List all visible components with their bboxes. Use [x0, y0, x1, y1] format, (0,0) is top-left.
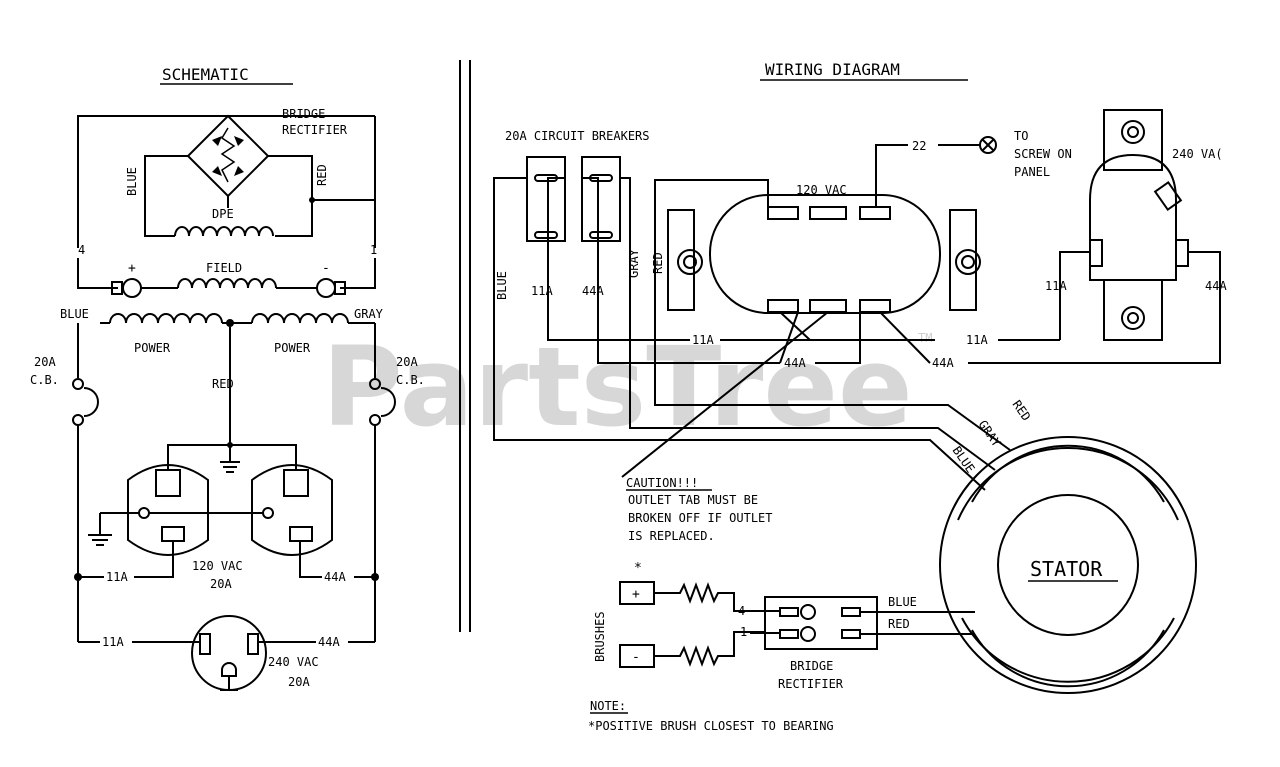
wiring-r-11a: 11A — [1045, 279, 1067, 293]
schematic-outlet-240-label-1: 240 VAC — [268, 655, 319, 669]
schematic-wire-1: 1 — [370, 243, 377, 257]
wiring-red-label: RED — [651, 252, 665, 274]
wiring-caution-leader — [621, 311, 829, 478]
wiring-bridge-rectifier — [764, 596, 878, 650]
wiring-breaker-right — [581, 156, 621, 242]
wiring-gray-label: GRAY — [627, 248, 641, 278]
wiring-240-vac: 240 VA( — [1172, 147, 1223, 161]
schematic-44a-1: 44A — [324, 570, 346, 584]
schematic-outlet-120-left — [127, 464, 209, 556]
schematic-cb-left-2: C.B. — [30, 373, 59, 387]
wiring-caution-1: CAUTION!!! — [626, 476, 698, 490]
wiring-note-text: *POSITIVE BRUSH CLOSEST TO BEARING — [588, 719, 834, 733]
schematic-minus-label: - — [322, 261, 330, 276]
schematic-red-center: RED — [212, 377, 234, 391]
schematic-gray-power: GRAY — [354, 307, 384, 321]
wiring-to-screw-2: SCREW ON — [1014, 147, 1072, 161]
wiring-stator-gray: GRAY — [976, 418, 1004, 450]
wiring-breakers-label: 20A CIRCUIT BREAKERS — [505, 129, 650, 143]
wiring-blue-label: BLUE — [495, 271, 509, 300]
schematic-dpe-label: DPE — [212, 207, 234, 221]
schematic-power-left: POWER — [134, 341, 171, 355]
schematic-outlet-240 — [191, 615, 267, 691]
wiring-note-title: NOTE: — [590, 699, 626, 713]
wiring-bridge-label-2: RECTIFIER — [778, 677, 844, 691]
schematic-bridge-label-2: RECTIFIER — [282, 123, 348, 137]
wiring-wire-22: 22 — [912, 139, 926, 153]
wiring-brush-minus-label: - — [632, 650, 640, 665]
divider-line — [459, 60, 471, 632]
wiring-brushes-label: BRUSHES — [593, 611, 607, 662]
schematic-title: SCHEMATIC — [162, 65, 249, 84]
wiring-ground-screw-icon — [979, 136, 997, 154]
wiring-run-11a-1: 11A — [692, 333, 714, 347]
schematic-bridge-label-1: BRIDGE — [282, 107, 325, 121]
wiring-outlet-120 — [667, 194, 981, 314]
schematic-power-right: POWER — [274, 341, 311, 355]
schematic-cb-left-1: 20A — [34, 355, 56, 369]
wiring-breaker-left — [526, 156, 566, 242]
wiring-br-blue: BLUE — [888, 595, 917, 609]
schematic-outlet-120-right — [251, 464, 333, 556]
wiring-brush-wire-1: 1 — [740, 625, 747, 639]
schematic-field-coil — [177, 278, 277, 289]
schematic-blue-power: BLUE — [60, 307, 89, 321]
schematic-field-label: FIELD — [206, 261, 242, 275]
wiring-run-11a-2: 11A — [966, 333, 988, 347]
schematic-brush-plus — [122, 278, 142, 298]
trademark-mark: TM — [918, 331, 932, 345]
schematic-dpe-coil — [174, 226, 274, 237]
wiring-stator-red: RED — [1010, 398, 1034, 424]
watermark: PartsTree — [322, 323, 913, 451]
wiring-run-44a-1: 44A — [784, 356, 806, 370]
schematic-outlet-120-label-2: 20A — [210, 577, 232, 591]
schematic-11a-2: 11A — [102, 635, 124, 649]
wiring-stator-label: STATOR — [1030, 557, 1103, 581]
schematic-outlet-120-label-1: 120 VAC — [192, 559, 243, 573]
schematic-outlet-240-label-2: 20A — [288, 675, 310, 689]
wiring-stator — [939, 436, 1197, 694]
schematic-brush-minus — [316, 278, 336, 298]
wiring-l-44a: 44A — [582, 284, 604, 298]
wiring-120-vac: 120 VAC — [796, 183, 847, 197]
wiring-asterisk: * — [634, 561, 642, 576]
wiring-caution-4: IS REPLACED. — [628, 529, 715, 543]
schematic-wire-4: 4 — [78, 243, 85, 257]
schematic-blue-label: BLUE — [125, 167, 139, 196]
wiring-outlet-240 — [1089, 109, 1189, 341]
schematic-power-coil-right — [251, 313, 349, 324]
wiring-r-44a: 44A — [1205, 279, 1227, 293]
wiring-brush-wire-4: 4 — [738, 604, 745, 618]
wiring-to-screw-3: PANEL — [1014, 165, 1050, 179]
wiring-run-44a-2: 44A — [932, 356, 954, 370]
wiring-to-screw-1: TO — [1014, 129, 1028, 143]
wiring-stator-blue: BLUE — [950, 444, 978, 476]
wiring-l-11a: 11A — [531, 284, 553, 298]
schematic-power-coil-left — [109, 313, 223, 324]
wiring-brush-plus-label: + — [632, 587, 640, 602]
wiring-br-red: RED — [888, 617, 910, 631]
schematic-plus-label: + — [128, 261, 136, 276]
schematic-red-label: RED — [315, 164, 329, 186]
schematic-section: SCHEMATIC BRIDGE RECTIFIER BLUE RED DPE … — [30, 65, 425, 691]
wiring-title: WIRING DIAGRAM — [765, 60, 900, 79]
schematic-44a-2: 44A — [318, 635, 340, 649]
wiring-caution-3: BROKEN OFF IF OUTLET — [628, 511, 773, 525]
schematic-cb-right-2: C.B. — [396, 373, 425, 387]
wiring-caution-2: OUTLET TAB MUST BE — [628, 493, 758, 507]
schematic-11a-1: 11A — [106, 570, 128, 584]
wiring-bridge-label-1: BRIDGE — [790, 659, 833, 673]
schematic-cb-right-1: 20A — [396, 355, 418, 369]
